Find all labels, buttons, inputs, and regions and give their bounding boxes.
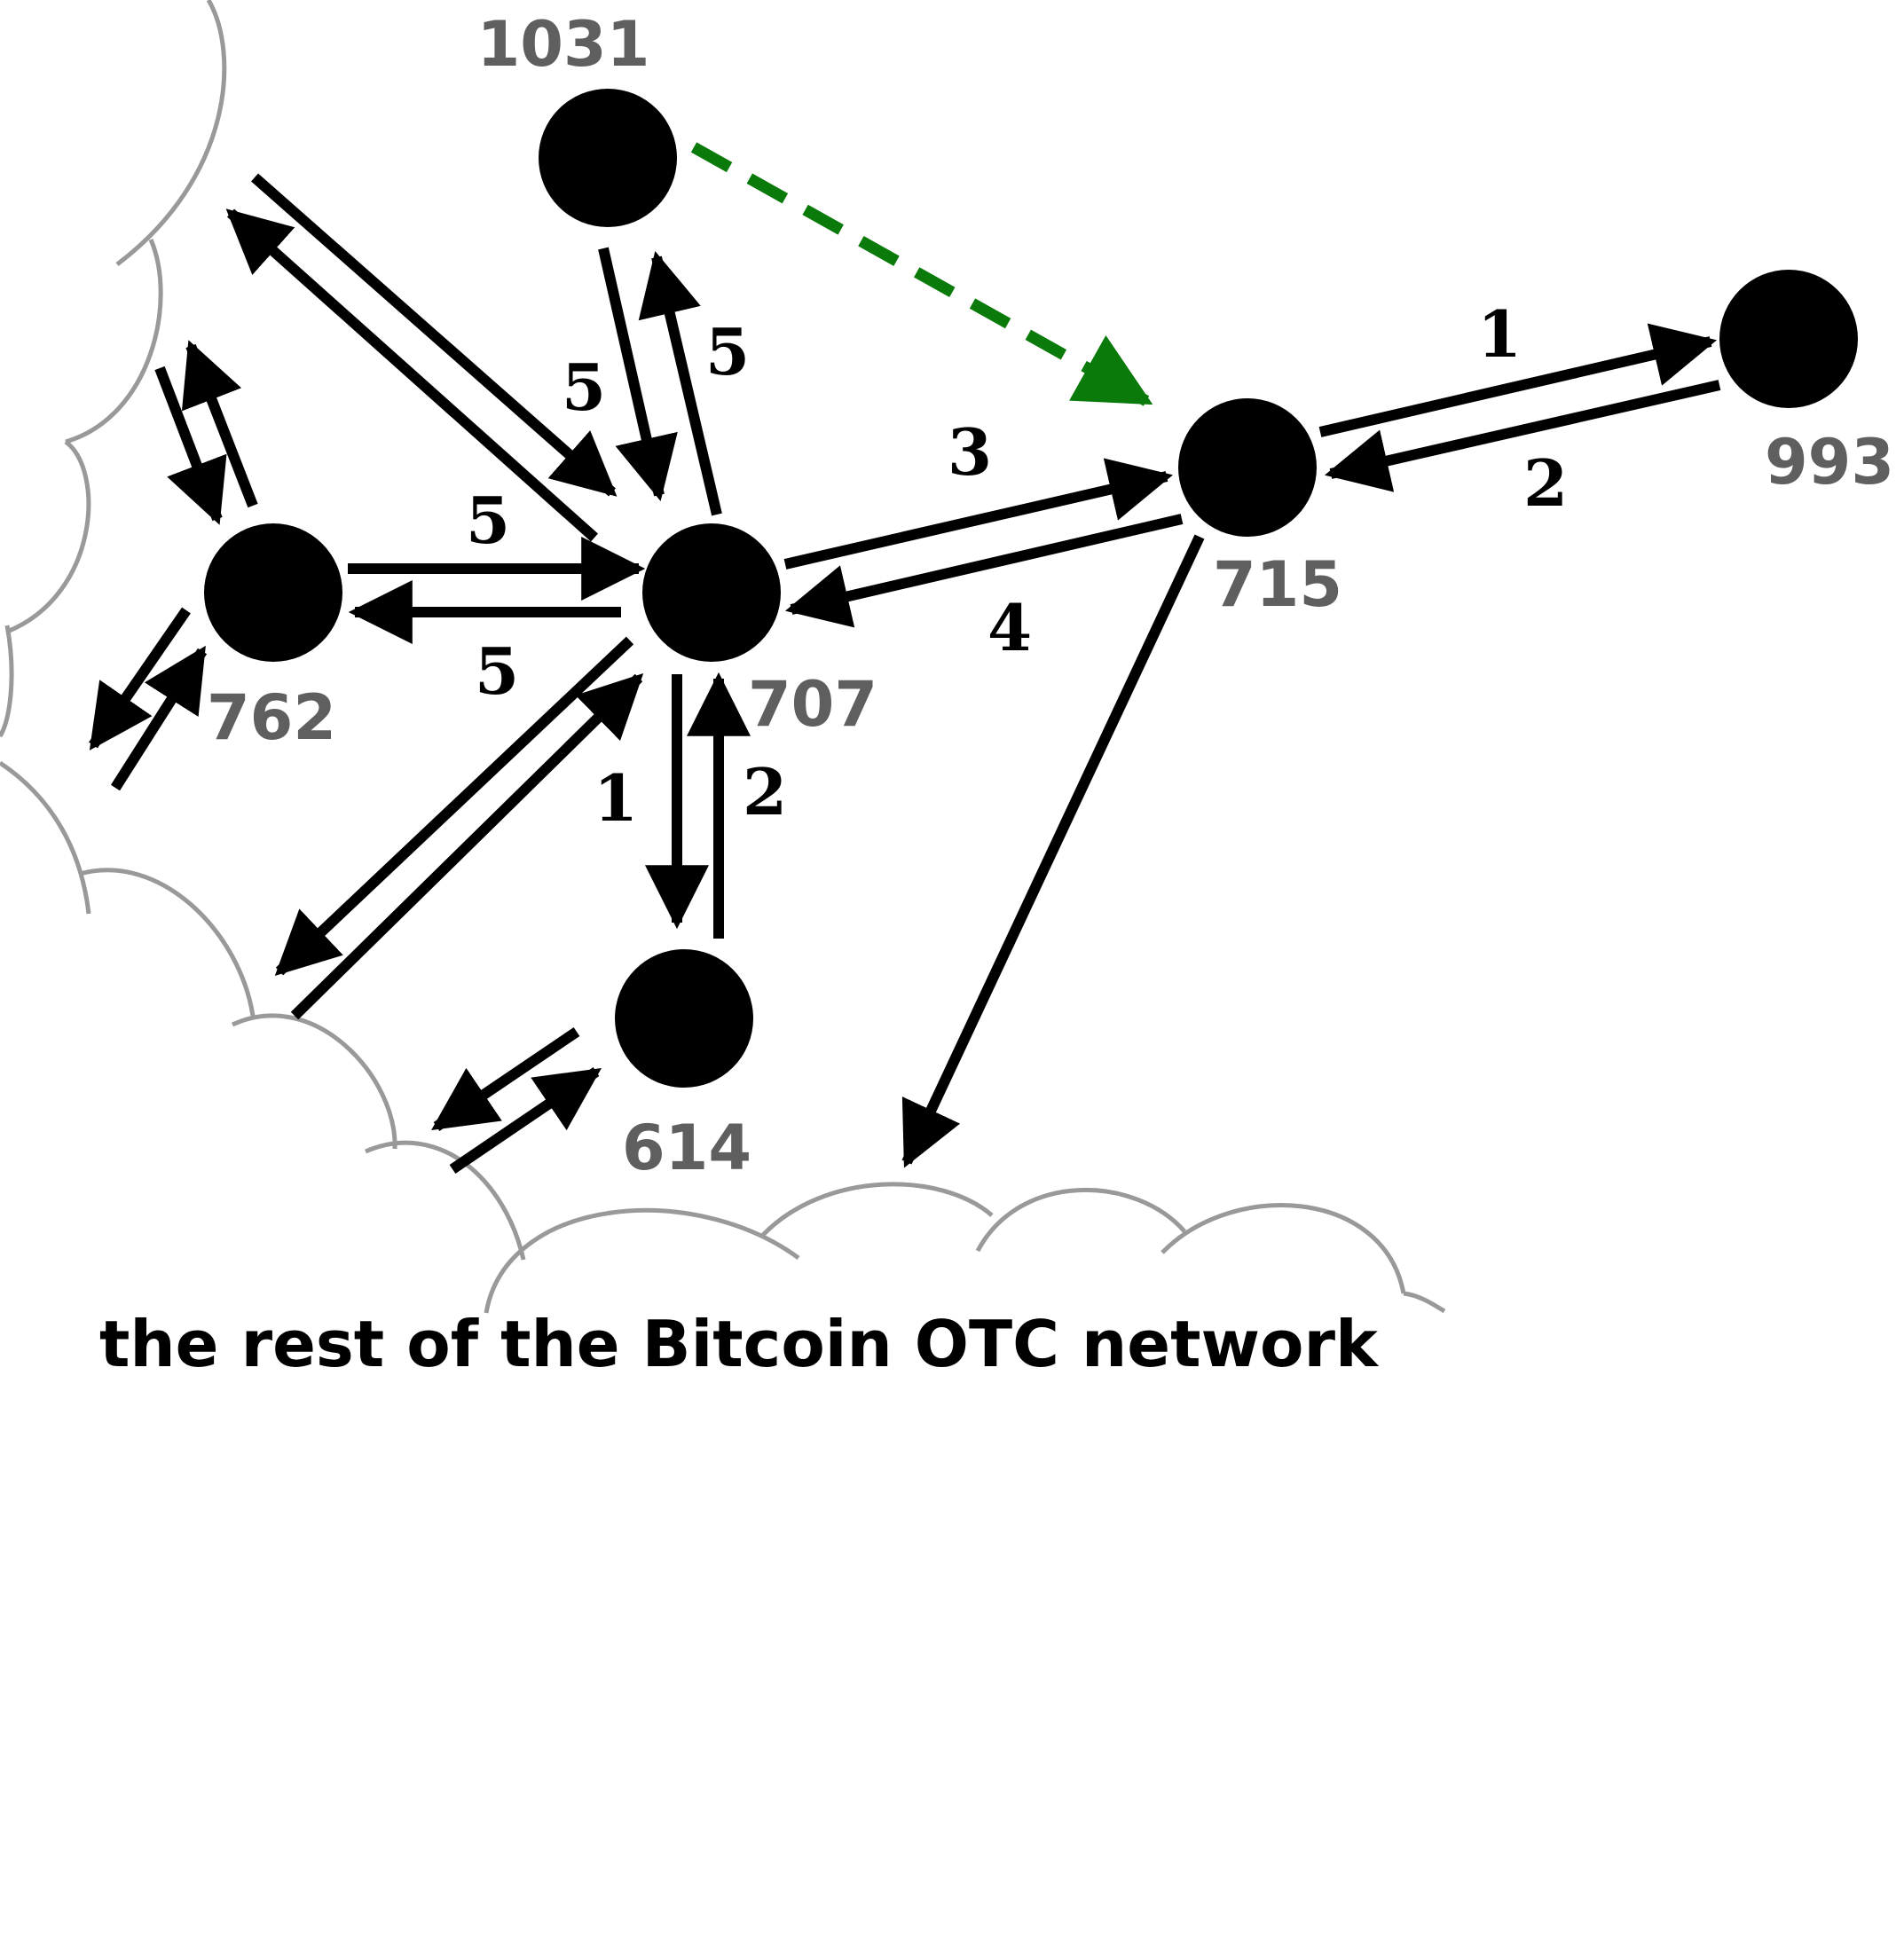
edge-cloud-707-top — [251, 173, 618, 497]
node-762 — [204, 523, 342, 662]
weight-label-707-614: 1 — [594, 760, 638, 836]
network-caption: the rest of the Bitcoin OTC network — [99, 1307, 1380, 1381]
node-label-715: 715 — [1213, 548, 1342, 621]
edge-707-715 — [783, 458, 1174, 570]
edge-993-715 — [1324, 380, 1721, 492]
edge-cloud-762-lower — [110, 645, 208, 791]
weight-label-707-762: 5 — [475, 633, 519, 709]
nodes — [204, 89, 1858, 1088]
node-label-1031: 1031 — [477, 8, 650, 81]
node-614 — [615, 949, 753, 1088]
node-labels: 1031 707 715 993 762 614 — [207, 8, 1894, 1184]
edge-715-993 — [1318, 323, 1718, 437]
node-715 — [1178, 398, 1317, 537]
node-707 — [642, 523, 781, 662]
node-993 — [1719, 270, 1858, 408]
edge-707-cloud-top — [225, 208, 598, 542]
edge-707-cloud-bottom — [274, 636, 634, 976]
weight-label-762-707: 5 — [466, 483, 510, 558]
weight-label-707-1031: 5 — [705, 314, 750, 389]
weight-label-707-715: 3 — [948, 414, 992, 490]
edge-1031-707 — [598, 247, 678, 502]
edge-614-cloud — [431, 1027, 580, 1131]
edge-715-707 — [784, 514, 1184, 628]
predicted-edge-1031-715 — [690, 142, 1153, 406]
edge-762-cloud-lower — [89, 607, 191, 751]
node-label-614: 614 — [622, 1112, 751, 1184]
node-label-993: 993 — [1765, 426, 1894, 499]
weight-label-993-715: 2 — [1523, 445, 1568, 521]
edges — [89, 173, 1721, 1174]
node-label-762: 762 — [207, 681, 336, 754]
network-cloud — [0, 0, 1446, 1314]
edge-707-1031 — [638, 250, 722, 516]
weight-label-715-707: 4 — [987, 590, 1032, 665]
weight-label-1031-707: 5 — [562, 350, 606, 425]
edge-715-cloud — [901, 534, 1205, 1168]
edge-762-cloud-upper — [181, 340, 258, 508]
node-label-707: 707 — [748, 668, 877, 741]
weight-label-715-993: 1 — [1477, 296, 1522, 372]
node-1031 — [539, 89, 677, 227]
weight-label-614-707: 2 — [743, 754, 787, 829]
edge-cloud-614 — [449, 1067, 602, 1174]
edge-cloud-762-upper — [154, 365, 227, 525]
edge-cloud-707-bottom — [290, 672, 644, 1020]
edge-weights: 5 5 5 5 3 4 1 2 1 2 — [466, 296, 1568, 836]
